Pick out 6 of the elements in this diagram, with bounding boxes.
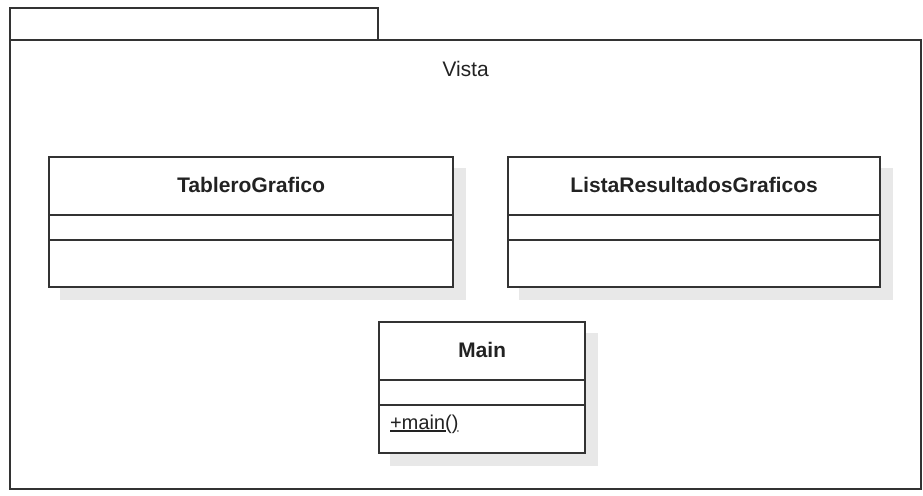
- class-name: ListaResultadosGraficos: [570, 174, 818, 198]
- class-name: TableroGrafico: [177, 174, 325, 198]
- package-name: Vista: [441, 58, 490, 82]
- class-name: Main: [458, 339, 506, 363]
- operation-text: +main(): [390, 412, 458, 434]
- package-frame: [9, 7, 922, 490]
